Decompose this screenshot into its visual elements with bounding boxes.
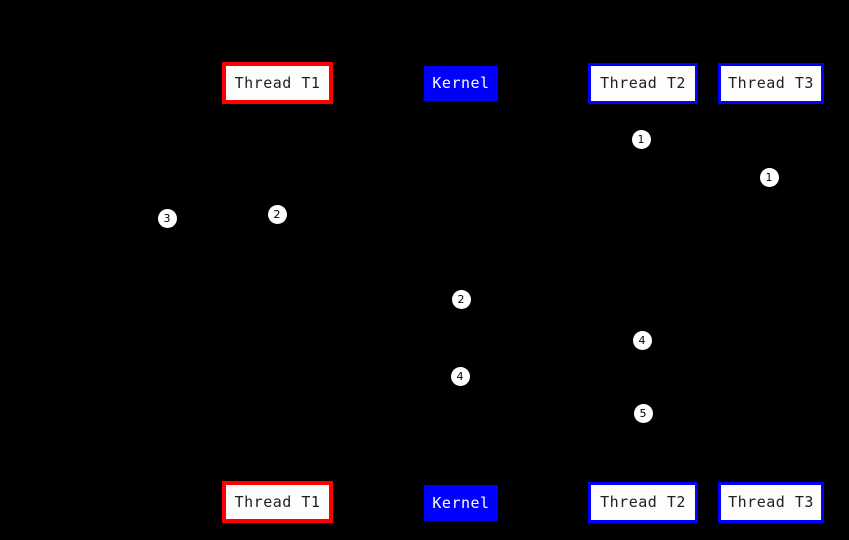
participant-label: Thread T3: [728, 493, 814, 511]
participant-box-thread-t2-bottom[interactable]: Thread T2: [588, 482, 698, 523]
participant-label: Kernel: [432, 493, 490, 512]
lifeline-thread-t2: [642, 104, 643, 482]
participant-label: Thread T2: [600, 493, 686, 511]
participant-box-thread-t3-top[interactable]: Thread T3: [718, 63, 824, 104]
step-bullet: 1: [631, 129, 651, 149]
participant-box-thread-t1-bottom[interactable]: Thread T1: [222, 481, 333, 523]
step-bullet: 2: [267, 204, 287, 224]
participant-label: Kernel: [432, 74, 490, 92]
participant-box-kernel-top[interactable]: Kernel: [424, 66, 498, 101]
lifeline-thread-t3: [770, 104, 771, 482]
lifeline-thread-t1: [277, 104, 278, 481]
participant-box-thread-t2-top[interactable]: Thread T2: [588, 63, 698, 104]
participant-label: Thread T1: [234, 492, 321, 511]
step-bullet: 4: [450, 366, 470, 386]
step-bullet: 4: [632, 330, 652, 350]
step-bullet: 2: [451, 289, 471, 309]
participant-label: Thread T2: [600, 74, 686, 92]
step-bullet: 5: [633, 403, 653, 423]
participant-box-thread-t1-top[interactable]: Thread T1: [222, 62, 333, 104]
step-bullet: 1: [759, 167, 779, 187]
participant-label: Thread T3: [728, 74, 814, 92]
step-bullet: 3: [157, 208, 177, 228]
participant-box-thread-t3-bottom[interactable]: Thread T3: [718, 482, 824, 523]
participant-label: Thread T1: [234, 73, 321, 92]
participant-box-kernel-bottom[interactable]: Kernel: [424, 485, 498, 521]
message-arrow: [167, 218, 277, 219]
